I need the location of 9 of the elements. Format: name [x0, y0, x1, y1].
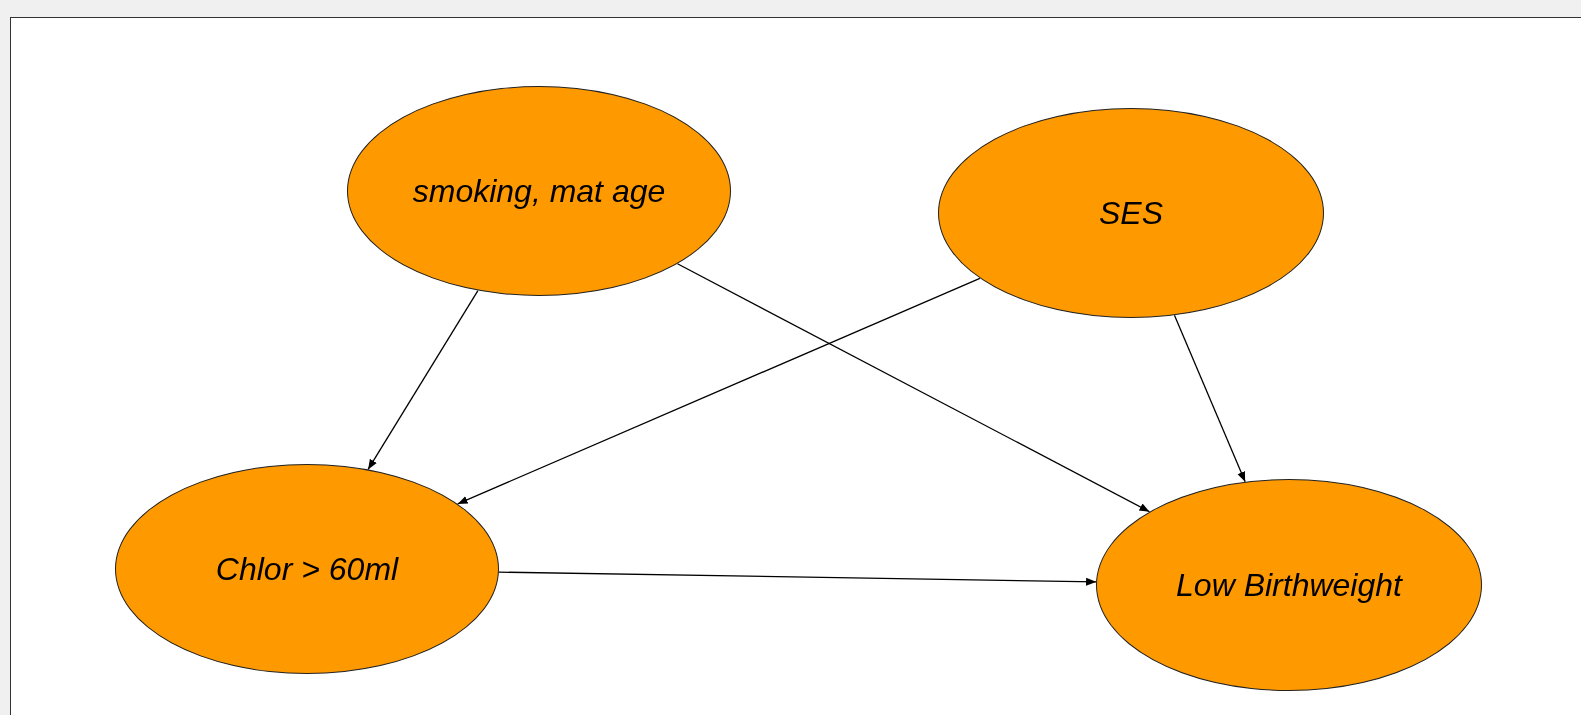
node-label: SES — [1099, 194, 1163, 233]
arrow — [457, 277, 981, 505]
arrow — [676, 263, 1151, 513]
arrow — [367, 289, 479, 471]
arrow — [1173, 314, 1246, 483]
node-label: smoking, mat age — [412, 172, 666, 211]
arrow — [498, 571, 1097, 586]
node-label: Low Birthweight — [1176, 566, 1402, 605]
node-label: Chlor > 60ml — [215, 550, 399, 589]
